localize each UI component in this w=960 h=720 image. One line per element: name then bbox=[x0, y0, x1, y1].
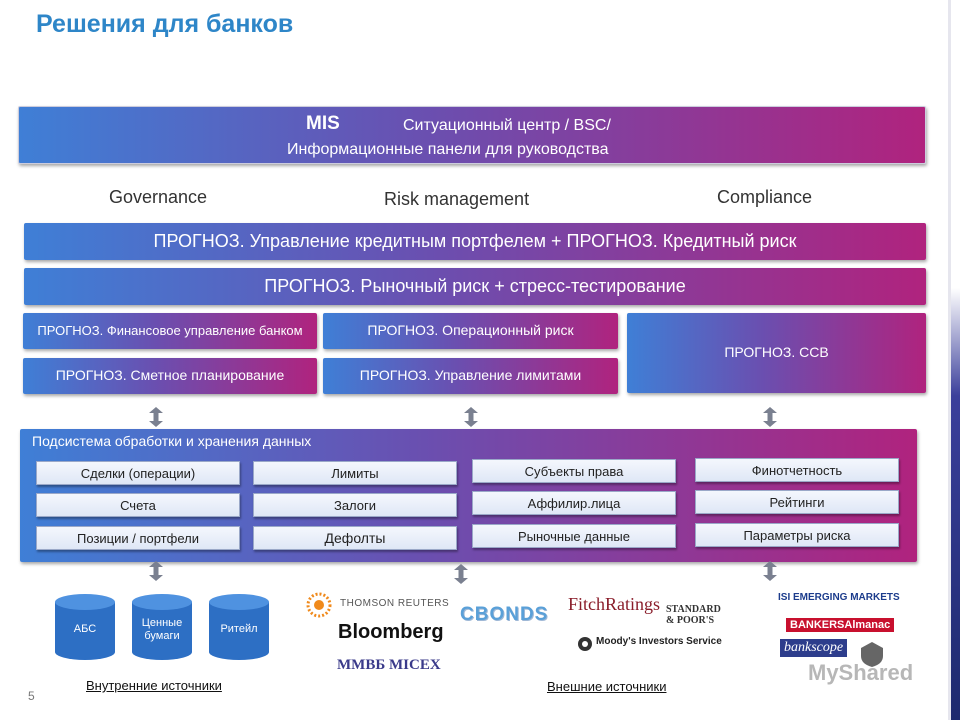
coat-of-arms-icon bbox=[861, 642, 883, 667]
external-sources-label: Внешние источники bbox=[547, 679, 667, 694]
database-label: Ритейл bbox=[220, 623, 258, 636]
database-retail: Ритейл bbox=[207, 593, 271, 661]
double-arrow-icon bbox=[454, 564, 468, 584]
module-financial-management: ПРОГНОЗ. Финансовое управление банком bbox=[23, 313, 317, 349]
cbonds-logo: CBONDS bbox=[460, 604, 549, 625]
internal-sources-label: Внутренние источники bbox=[86, 678, 222, 693]
data-item-defaults: Дефолты bbox=[253, 526, 457, 550]
data-item-affiliates: Аффилир.лица bbox=[472, 491, 676, 515]
data-item-limits: Лимиты bbox=[253, 461, 457, 485]
double-arrow-icon bbox=[464, 407, 478, 427]
moodys-logo-icon bbox=[578, 637, 592, 651]
data-item-financial-reports: Финотчетность bbox=[695, 458, 899, 482]
data-item-ratings: Рейтинги bbox=[695, 490, 899, 514]
module-ccb: ПРОГНОЗ. ССВ bbox=[627, 313, 926, 393]
data-subsystem-title: Подсистема обработки и хранения данных bbox=[32, 433, 312, 449]
market-risk-bar: ПРОГНОЗ. Рыночный риск + стресс-тестиров… bbox=[24, 268, 926, 305]
data-item-risk-parameters: Параметры риска bbox=[695, 523, 899, 547]
mis-line-2: Информационные панели для руководства bbox=[287, 141, 609, 158]
database-label: Ценные бумаги bbox=[141, 616, 183, 642]
data-subsystem: Подсистема обработки и хранения данных С… bbox=[20, 429, 917, 562]
database-icon bbox=[209, 594, 269, 660]
page-number: 5 bbox=[28, 689, 35, 703]
module-limits-management: ПРОГНОЗ. Управление лимитами bbox=[323, 358, 618, 394]
column-governance: Governance bbox=[109, 187, 208, 207]
thomson-reuters-logo: THOMSON REUTERS bbox=[340, 598, 450, 609]
double-arrow-icon bbox=[763, 407, 777, 427]
side-decoration-stripe bbox=[948, 0, 960, 720]
data-item-collateral: Залоги bbox=[253, 493, 457, 517]
standard-poors-logo: STANDARD & POOR'S bbox=[666, 604, 721, 626]
mis-label: MIS bbox=[306, 113, 340, 134]
database-label: АБС bbox=[73, 623, 97, 636]
bankers-almanac-logo: BANKERSAlmanac bbox=[786, 618, 895, 632]
mis-line-1: Ситуационный центр / BSC/ bbox=[403, 117, 611, 134]
database-securities: Ценные бумаги bbox=[130, 593, 194, 661]
column-compliance: Compliance bbox=[717, 187, 813, 207]
double-arrow-icon bbox=[763, 561, 777, 581]
database-icon bbox=[132, 594, 192, 660]
database-icon bbox=[55, 594, 115, 660]
fitch-ratings-logo: FitchRatings bbox=[568, 594, 661, 614]
micex-logo: ММВБ MICEX bbox=[337, 657, 441, 673]
data-item-legal-entities: Субъекты права bbox=[472, 459, 676, 483]
page-title: Решения для банков bbox=[36, 10, 294, 38]
bankscope-logo: bankscope bbox=[780, 639, 848, 657]
double-arrow-icon bbox=[149, 407, 163, 427]
double-arrow-icon bbox=[149, 561, 163, 581]
data-item-positions: Позиции / портфели bbox=[36, 526, 240, 550]
module-operational-risk: ПРОГНОЗ. Операционный риск bbox=[323, 313, 618, 349]
bloomberg-logo: Bloomberg bbox=[338, 621, 444, 643]
data-item-market-data: Рыночные данные bbox=[472, 524, 676, 548]
thomson-reuters-logo-icon bbox=[306, 592, 332, 618]
moodys-logo: Moody's Investors Service bbox=[596, 636, 722, 647]
data-item-deals: Сделки (операции) bbox=[36, 461, 240, 485]
isi-emerging-markets-logo: ISI EMERGING MARKETS bbox=[778, 592, 900, 603]
module-budget-planning: ПРОГНОЗ. Сметное планирование bbox=[23, 358, 317, 394]
database-absystem: АБС bbox=[53, 593, 117, 661]
credit-portfolio-bar: ПРОГНОЗ. Управление кредитным портфелем … bbox=[24, 223, 926, 260]
mis-bar: MIS Ситуационный центр / BSC/ Информацио… bbox=[18, 106, 926, 164]
data-item-accounts: Счета bbox=[36, 493, 240, 517]
myshared-watermark: MyShared bbox=[808, 660, 914, 685]
column-risk-management: Risk management bbox=[384, 189, 530, 209]
